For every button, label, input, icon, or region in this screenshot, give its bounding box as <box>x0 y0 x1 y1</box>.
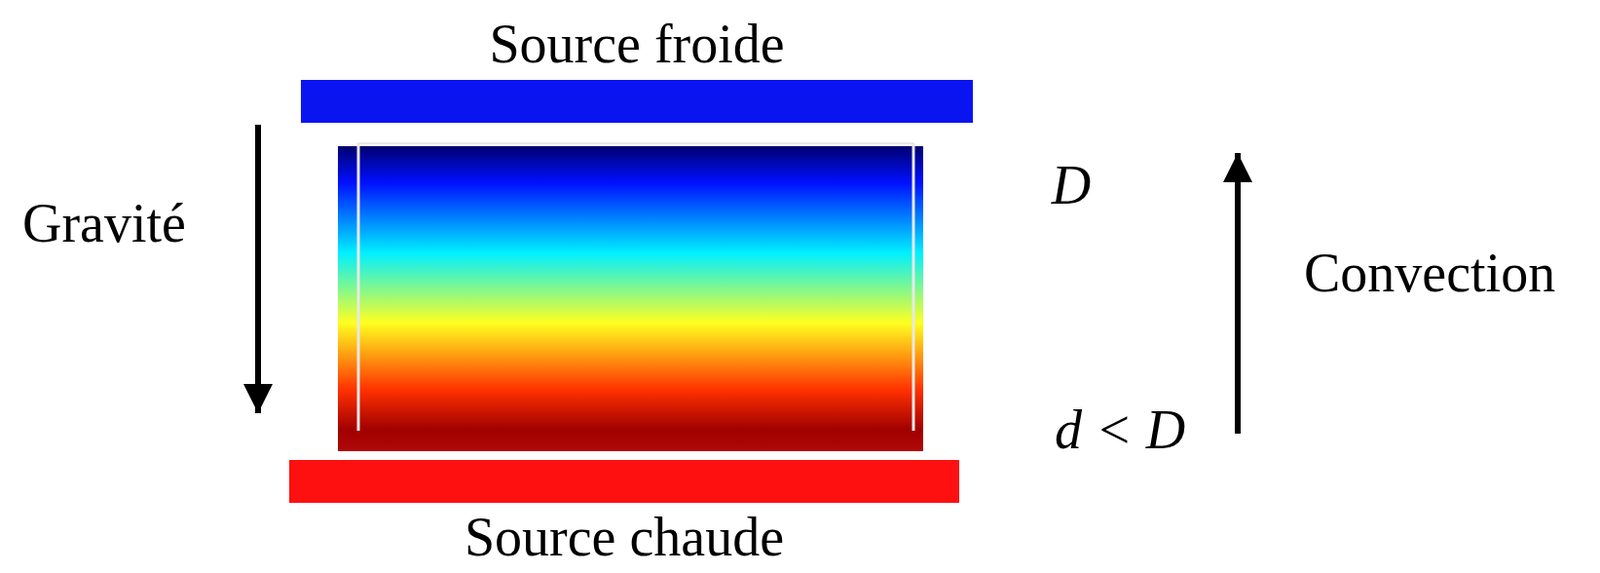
cell-wall <box>358 142 914 145</box>
fluid-layer <box>337 146 924 451</box>
source-bar <box>300 79 973 123</box>
heat-source: Source froide <box>300 14 973 123</box>
dimension-label: D <box>1051 155 1091 217</box>
gravity-arrow <box>255 124 261 413</box>
convection-arrow <box>1234 152 1241 434</box>
source-bar <box>289 459 960 503</box>
source-label: Source chaude <box>464 507 784 568</box>
cell-wall <box>357 143 361 431</box>
dimension-label: d < D <box>1054 400 1186 461</box>
heat-source: Source chaude <box>289 459 960 568</box>
source-label: Source froide <box>488 14 784 75</box>
cell-wall <box>912 143 916 431</box>
flow-label: Convection <box>1303 243 1556 304</box>
force-label: Gravité <box>22 193 187 255</box>
